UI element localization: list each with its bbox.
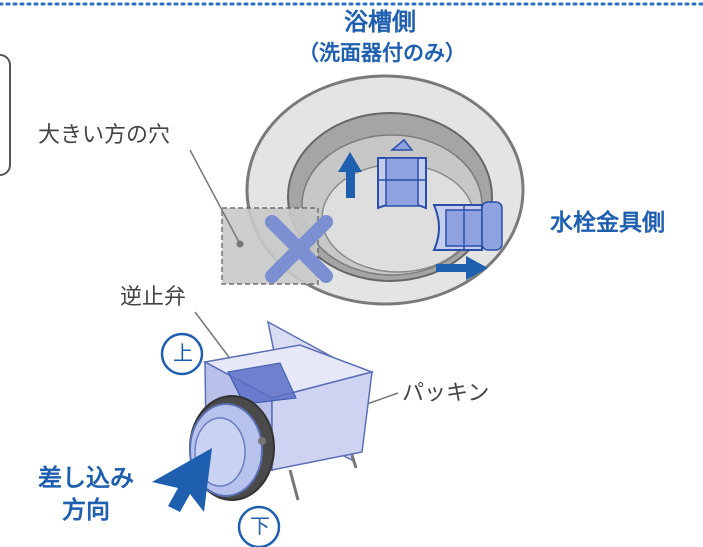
valve-inner-right: [432, 201, 503, 251]
side-tab: [0, 54, 11, 176]
valve-inner-top: [377, 138, 427, 210]
faucet-side-label: 水栓金具側: [550, 210, 665, 236]
top-mark-circle: [160, 332, 204, 376]
leader-larger-hole: [189, 149, 241, 245]
cross-mark: [265, 215, 333, 283]
bottom-mark-circle: [237, 505, 281, 547]
up-arrow-icon: [338, 152, 362, 198]
insert-direction-label: 差し込み 方向: [38, 464, 134, 525]
packing-label: パッキン: [402, 381, 490, 406]
bottom-mark-label: 下: [250, 514, 270, 538]
bath-side-note: （洗面器付のみ）: [298, 41, 466, 65]
check-valve-assembly: [189, 320, 375, 501]
check-valve-label: 逆止弁: [120, 285, 187, 310]
right-arrow-icon: [436, 256, 488, 280]
bath-side-label: 浴槽側: [344, 8, 416, 36]
insert-direction-arrow-icon: [152, 448, 212, 512]
larger-hole-label: 大きい方の穴: [38, 123, 171, 148]
top-mark-label: 上: [173, 341, 193, 365]
